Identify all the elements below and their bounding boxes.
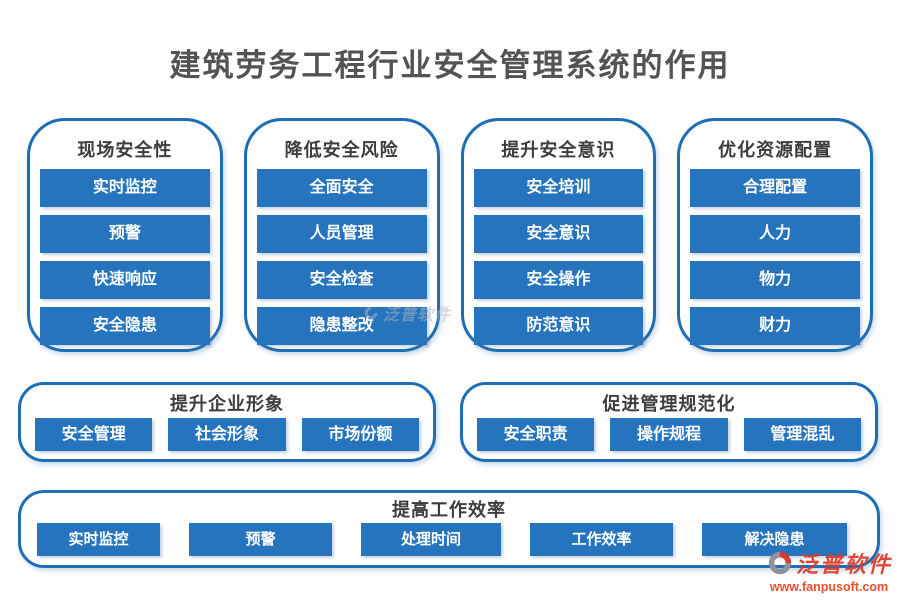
work-efficiency-tag: 工作效率	[530, 523, 673, 556]
card-title: 提升安全意识	[501, 140, 616, 160]
hidden-danger-tag: 安全隐患	[40, 307, 210, 345]
market-share-tag: 市场份额	[301, 418, 419, 451]
card-title: 促进管理规范化	[602, 394, 736, 414]
card-work-efficiency: 提高工作效率 实时监控 预警 处理时间 工作效率 解决隐患	[18, 490, 880, 568]
resolve-hazards-tag: 解决隐患	[702, 523, 847, 556]
brand-watermark: 泛普软件 www.fanpusoft.com	[766, 547, 892, 594]
safety-training-tag: 安全培训	[473, 169, 644, 207]
safety-management-tag: 安全管理	[35, 418, 153, 451]
tag-row: 安全管理 社会形象 市场份额	[21, 418, 433, 451]
card-title: 现场安全性	[77, 140, 173, 160]
management-chaos-tag: 管理混乱	[743, 418, 861, 451]
danger-rectification-tag: 隐患整改	[256, 307, 427, 345]
social-image-tag: 社会形象	[168, 418, 286, 451]
material-resources-tag: 物力	[690, 261, 860, 299]
tag-row: 安全职责 操作规程 管理混乱	[463, 418, 875, 451]
realtime-monitoring-tag: 实时监控	[40, 169, 210, 207]
rational-allocation-tag: 合理配置	[690, 169, 860, 207]
manpower-tag: 人力	[690, 215, 860, 253]
quick-response-tag: 快速响应	[40, 261, 210, 299]
realtime-monitoring-tag: 实时监控	[37, 523, 160, 556]
brand-row: 泛普软件	[766, 547, 892, 579]
prevention-awareness-tag: 防范意识	[473, 307, 644, 345]
page-title: 建筑劳务工程行业安全管理系统的作用	[169, 48, 731, 83]
financial-resources-tag: 财力	[690, 307, 860, 345]
brand-url: www.fanpusoft.com	[769, 580, 889, 594]
early-warning-tag: 预警	[189, 523, 332, 556]
card-company-image: 提升企业形象 安全管理 社会形象 市场份额	[18, 382, 436, 462]
row-middle-cards: 提升企业形象 安全管理 社会形象 市场份额 促进管理规范化 安全职责 操作规程 …	[18, 382, 878, 462]
processing-time-tag: 处理时间	[361, 523, 501, 556]
comprehensive-safety-tag: 全面安全	[256, 169, 427, 207]
card-site-safety: 现场安全性 实时监控 预警 快速响应 安全隐患	[27, 118, 223, 352]
card-title: 降低安全风险	[284, 140, 399, 160]
tag-row: 实时监控 预警 处理时间 工作效率 解决隐患	[21, 523, 877, 556]
card-title: 提升企业形象	[170, 394, 284, 414]
row-bottom-card: 提高工作效率 实时监控 预警 处理时间 工作效率 解决隐患	[18, 490, 880, 568]
personnel-management-tag: 人员管理	[256, 215, 427, 253]
card-resource-allocation: 优化资源配置 合理配置 人力 物力 财力	[677, 118, 873, 352]
early-warning-tag: 预警	[40, 215, 210, 253]
safety-inspection-tag: 安全检查	[256, 261, 427, 299]
fanpu-logo-icon	[768, 551, 792, 575]
card-safety-awareness: 提升安全意识 安全培训 安全意识 安全操作 防范意识	[460, 118, 657, 352]
safety-awareness-tag: 安全意识	[473, 215, 644, 253]
card-title: 提高工作效率	[392, 500, 506, 520]
card-reduce-risk: 降低安全风险 全面安全 人员管理 安全检查 隐患整改	[243, 118, 440, 352]
brand-name: 泛普软件	[795, 552, 892, 577]
operating-procedures-tag: 操作规程	[610, 418, 728, 451]
card-management-standardization: 促进管理规范化 安全职责 操作规程 管理混乱	[460, 382, 878, 462]
card-title: 优化资源配置	[718, 140, 833, 160]
row-top-cards: 现场安全性 实时监控 预警 快速响应 安全隐患 降低安全风险 全面安全 人员管理…	[27, 118, 873, 352]
safe-operation-tag: 安全操作	[473, 261, 644, 299]
safety-responsibility-tag: 安全职责	[477, 418, 595, 451]
